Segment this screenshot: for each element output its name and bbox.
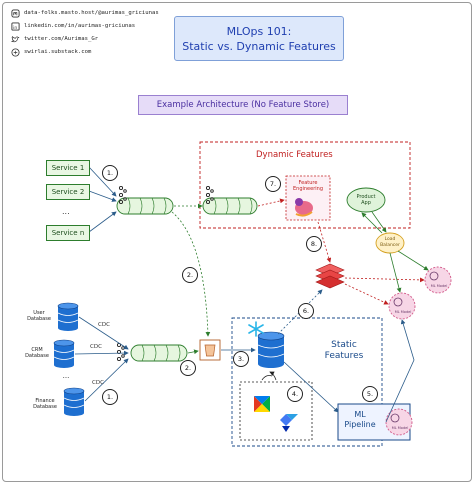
kafka-stream-top <box>116 197 174 215</box>
dynamic-features-title: Dynamic Features <box>256 150 333 160</box>
feature-database-icon <box>257 331 285 368</box>
svg-text:in: in <box>13 24 17 30</box>
step-3: 3. <box>233 351 249 367</box>
cdc-label: CDC <box>92 380 104 386</box>
database-icon <box>57 302 79 331</box>
kafka-stream-dynamic <box>202 197 258 215</box>
kafka-stream-cdc <box>130 344 188 362</box>
linkedin-icon: in <box>10 21 20 31</box>
contact-mastodon[interactable]: data-folks.masto.host/@aurimas_griciunas <box>10 8 159 18</box>
step-2: 2. <box>180 360 196 376</box>
online-feature-store-icon <box>315 263 345 289</box>
database-icon <box>63 387 85 416</box>
cdc-label: CDC <box>90 344 102 350</box>
twitter-icon <box>10 34 20 44</box>
mastodon-icon <box>10 8 20 18</box>
dynamic-features-box <box>199 141 411 229</box>
page-title: MLOps 101: Static vs. Dynamic Features <box>174 16 344 61</box>
contact-twitter[interactable]: twitter.com/Aurimas_Gr <box>10 34 98 44</box>
service-box: Service n <box>46 225 90 241</box>
kafka-icon <box>205 185 214 205</box>
contact-text: linkedin.com/in/aurimas-griciunas <box>24 23 136 29</box>
snowflake-icon <box>248 321 264 337</box>
contact-substack[interactable]: swirlai.substack.com <box>10 47 91 57</box>
cdc-label: CDC <box>98 322 110 328</box>
step-4: 4. <box>287 386 303 402</box>
title-line-1: MLOps 101: <box>226 24 292 38</box>
database-label: ... <box>62 372 70 380</box>
step-5: 5. <box>362 386 378 402</box>
ml-model-label: ML Model <box>391 426 409 430</box>
flink-icon <box>295 198 313 217</box>
ml-model-node <box>424 266 452 294</box>
step-1: 1. <box>102 165 118 181</box>
service-box: Service 2 <box>46 184 90 200</box>
contact-linkedin[interactable]: in linkedin.com/in/aurimas-griciunas <box>10 21 135 31</box>
ml-model-label: ML Model <box>430 284 448 288</box>
step-6: 6. <box>298 303 314 319</box>
orchestration-box <box>239 381 313 441</box>
product-app-node <box>346 187 386 213</box>
contact-text: twitter.com/Aurimas_Gr <box>24 36 99 42</box>
kubeflow-icon <box>280 414 298 432</box>
service-ellipsis: ... <box>62 207 70 216</box>
ml-model-label: ML Model <box>394 310 412 314</box>
airflow-icon <box>254 396 270 412</box>
s3-bucket-icon <box>199 339 221 361</box>
contact-text: swirlai.substack.com <box>24 49 92 55</box>
title-line-2: Static vs. Dynamic Features <box>182 39 336 53</box>
kafka-icon <box>118 185 127 205</box>
service-box: Service 1 <box>46 160 90 176</box>
architecture-subtitle: Example Architecture (No Feature Store) <box>138 95 348 115</box>
ml-model-node <box>385 408 413 436</box>
step-8: 8. <box>306 236 322 252</box>
substack-icon <box>10 47 20 57</box>
step-7: 7. <box>265 176 281 192</box>
database-icon <box>53 339 75 368</box>
step-1: 1. <box>102 389 118 405</box>
contact-text: data-folks.masto.host/@aurimas_griciunas <box>24 10 159 16</box>
step-2: 2. <box>182 267 198 283</box>
ml-model-node <box>388 292 416 320</box>
